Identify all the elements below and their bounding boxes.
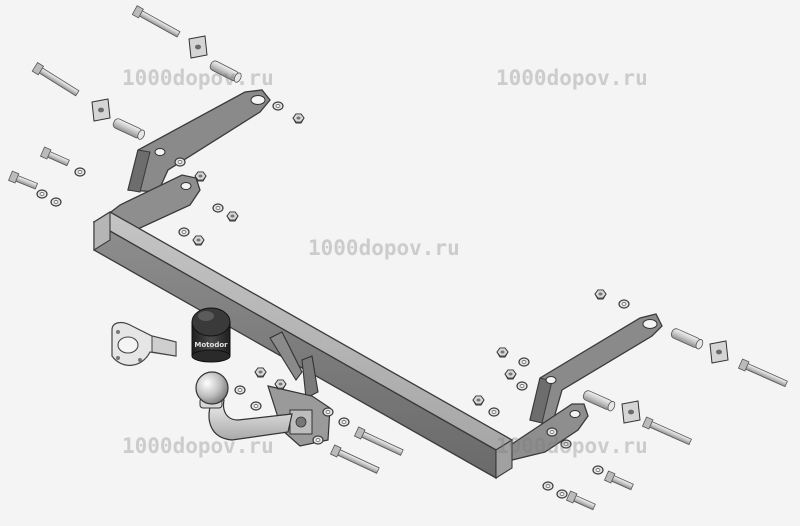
bolt-short [604, 470, 635, 492]
right-bracket-upper [529, 313, 663, 426]
washer [234, 385, 246, 395]
nut [472, 395, 485, 406]
washer [212, 203, 224, 213]
bolt-short [566, 490, 597, 512]
washer [174, 157, 186, 167]
washer [74, 167, 86, 177]
washer [338, 417, 350, 427]
ball-cover-logo: Motodor [194, 341, 228, 349]
socket-bracket [111, 321, 177, 366]
bolt-long [131, 5, 182, 40]
nut [292, 113, 305, 124]
washer [272, 101, 284, 111]
nut [496, 347, 509, 358]
ball-cover: Motodor [191, 307, 231, 363]
bolt-long [330, 444, 381, 476]
washer [542, 481, 554, 491]
nut [274, 379, 287, 390]
washer [560, 439, 572, 449]
left-bracket-upper [127, 89, 271, 193]
washer [518, 357, 530, 367]
nut [192, 235, 205, 246]
bolt-short [8, 170, 39, 192]
washer [488, 407, 500, 417]
washer [36, 189, 48, 199]
square-plate [621, 400, 641, 424]
right-bracket-lower [498, 403, 589, 461]
nut [594, 289, 607, 300]
washer [592, 465, 604, 475]
square-plate [91, 98, 111, 122]
washer [618, 299, 630, 309]
bolt-long [738, 358, 789, 389]
nut [194, 171, 207, 182]
spacer-tube [111, 117, 147, 141]
washer [250, 401, 262, 411]
washer [546, 427, 558, 437]
spacer-tube [669, 327, 705, 351]
square-plate [188, 35, 208, 59]
bolt-long [31, 62, 81, 98]
spacer-tube [208, 59, 244, 84]
tow-ball [195, 371, 229, 405]
washer [312, 435, 324, 445]
square-plate [709, 340, 729, 364]
washer [516, 381, 528, 391]
washer [322, 407, 334, 417]
bolt-long [642, 416, 693, 447]
nut [254, 367, 267, 378]
nut [504, 369, 517, 380]
bolt-short [40, 146, 71, 168]
spacer-tube [581, 389, 617, 413]
main-cross-beam [92, 211, 514, 480]
bolt-long [354, 426, 405, 458]
nut [226, 211, 239, 222]
washer [50, 197, 62, 207]
washer [178, 227, 190, 237]
washer [556, 489, 568, 499]
